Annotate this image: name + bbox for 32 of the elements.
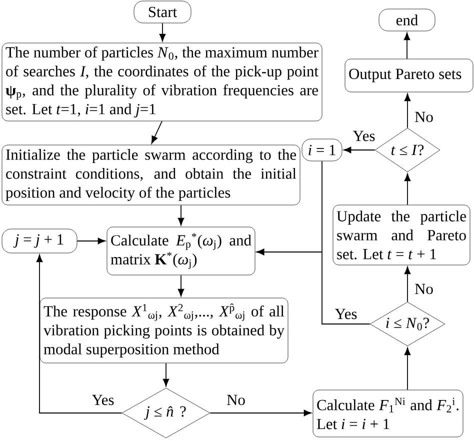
terminal-box: j = j + 1	[2, 228, 78, 254]
terminal-box: Start	[134, 0, 192, 24]
edge-label: Yes	[91, 394, 115, 406]
arrow	[76, 238, 106, 244]
edge-label: No	[414, 111, 434, 123]
arrow	[36, 254, 122, 414]
arrow	[404, 32, 410, 60]
edge-label: No	[414, 283, 434, 295]
process-box: The response X$^{1}$$_{ωj}$, X$^{2}$$_{ωj}$,..., X$^{p̂}$$_{ωj}$ of all vibration picking points is obtained by modal superposition method	[40, 298, 288, 364]
arrow	[344, 146, 376, 154]
arrow	[404, 94, 411, 128]
arrow	[404, 266, 411, 302]
terminal-box: end	[378, 8, 436, 32]
edge-label: No	[226, 394, 246, 406]
process-box: Calculate F$_{1}$$^{Ni}$ and F$_{2}$$^{i}$. Let i = i + 1	[312, 390, 464, 438]
process-box: The number of particles N$_{0}$, the maximum number of searches I, the coordinates of the pick-up point ψ$_{p}$, and the plurality of vibration frequencies are set. Let t=1, i=1 andj=1	[2, 42, 322, 122]
edge-label: Yes	[334, 308, 358, 320]
arrow	[256, 160, 322, 256]
process-box: Initialize the particle swarm according to the constraint conditions, and obtain the initial position and velocity of the particles	[2, 144, 300, 206]
process-box: Output Pareto sets	[344, 58, 474, 92]
arrow	[162, 362, 170, 386]
process-box: Update the particle swarm and Pareto set. Let t = t + 1	[332, 204, 470, 266]
arrow	[210, 410, 312, 416]
process-box: Calculate E$_{p}$$^{*}$(ω$_{j}$) and matrix K$^{*}$(ω$_{j}$)	[106, 226, 256, 276]
arrow	[151, 120, 162, 144]
edge-label: Yes	[352, 130, 376, 142]
arrow	[178, 204, 184, 226]
arrow	[178, 274, 184, 296]
arrow	[404, 348, 411, 390]
terminal-box: i = 1	[302, 138, 342, 162]
arrow	[159, 22, 166, 42]
arrow	[404, 174, 411, 206]
